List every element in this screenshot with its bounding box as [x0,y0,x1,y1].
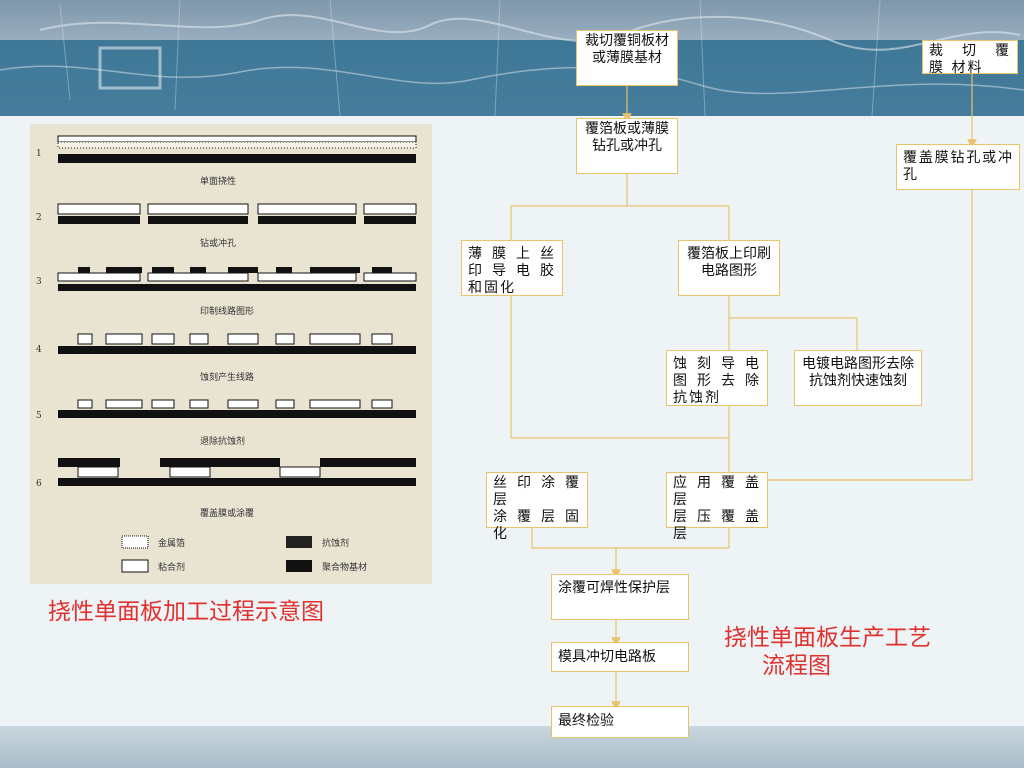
step-label: 印制线路图形 [200,305,254,317]
box-print-pattern: 覆箔板上印刷电路图形 [678,240,780,296]
step-number: 3 [36,277,42,287]
step-label: 单面挠性 [200,175,236,187]
step5-stripped [58,399,416,418]
world-map-decoration [0,0,1024,116]
step-label: 退除抗蚀剂 [200,435,245,447]
box-screen-cover: 丝 印 涂 覆 层 涂 覆 层 固 化 [486,472,588,542]
legend: 金属箔 抗蚀剂 粘合剂 聚合物基材 [121,535,367,573]
box-final-inspection: 最终检验 [551,706,689,738]
box-etch: 蚀 刻 导 电 图 形 去 除 抗蚀剂 [666,350,768,406]
legend-label: 粘合剂 [158,561,185,573]
step1-laminate [57,135,417,163]
header-stripe [0,40,1024,116]
box-drill-cover: 覆盖膜钻孔或冲孔 [896,144,1020,190]
right-caption-line1: 挠性单面板生产工艺 [724,625,931,651]
step6-covered [58,458,416,486]
right-caption-line2: 流程图 [762,653,831,679]
step-number: 4 [36,345,42,355]
box-cut-cover: 裁 切 覆 膜 材料 [922,40,1018,76]
step2-drilled [57,203,417,224]
box-drill-substrate: 覆箔板或薄膜钻孔或冲孔 [576,118,678,174]
step4-etched [58,333,416,354]
step-number: 5 [36,411,42,421]
left-caption: 挠性单面板加工过程示意图 [48,599,324,625]
step-number: 2 [36,213,42,223]
box-die-cut: 模具冲切电路板 [551,642,689,672]
box-screen-glue: 薄 膜 上 丝 印 导 电 胶 和固化 [461,240,563,296]
legend-label: 抗蚀剂 [322,537,349,549]
box-apply-cover: 应 用 覆 盖 层 层 压 覆 盖 层 [666,472,768,542]
step-label: 蚀刻产生线路 [200,371,254,383]
process-illustration: 1 2 3 4 5 6 单面挠性 钻或冲孔 [30,124,432,584]
legend-label: 金属箔 [158,537,185,549]
step-number: 1 [36,149,42,159]
legend-label: 聚合物基材 [322,561,367,573]
footer-bar [0,726,1024,768]
box-plate: 电镀电路图形去除抗蚀剂快速蚀刻 [794,350,922,406]
box-solderable: 涂覆可焊性保护层 [551,574,689,620]
box-cut-substrate: 裁切覆铜板材或薄膜基材 [576,30,678,86]
step-label: 覆盖膜或涂覆 [200,507,254,519]
step-number: 6 [36,479,42,489]
step3-pattern [57,267,417,291]
step-label: 钻或冲孔 [200,237,236,249]
layer-diagram: 1 2 3 4 5 6 单面挠性 钻或冲孔 [36,135,417,573]
